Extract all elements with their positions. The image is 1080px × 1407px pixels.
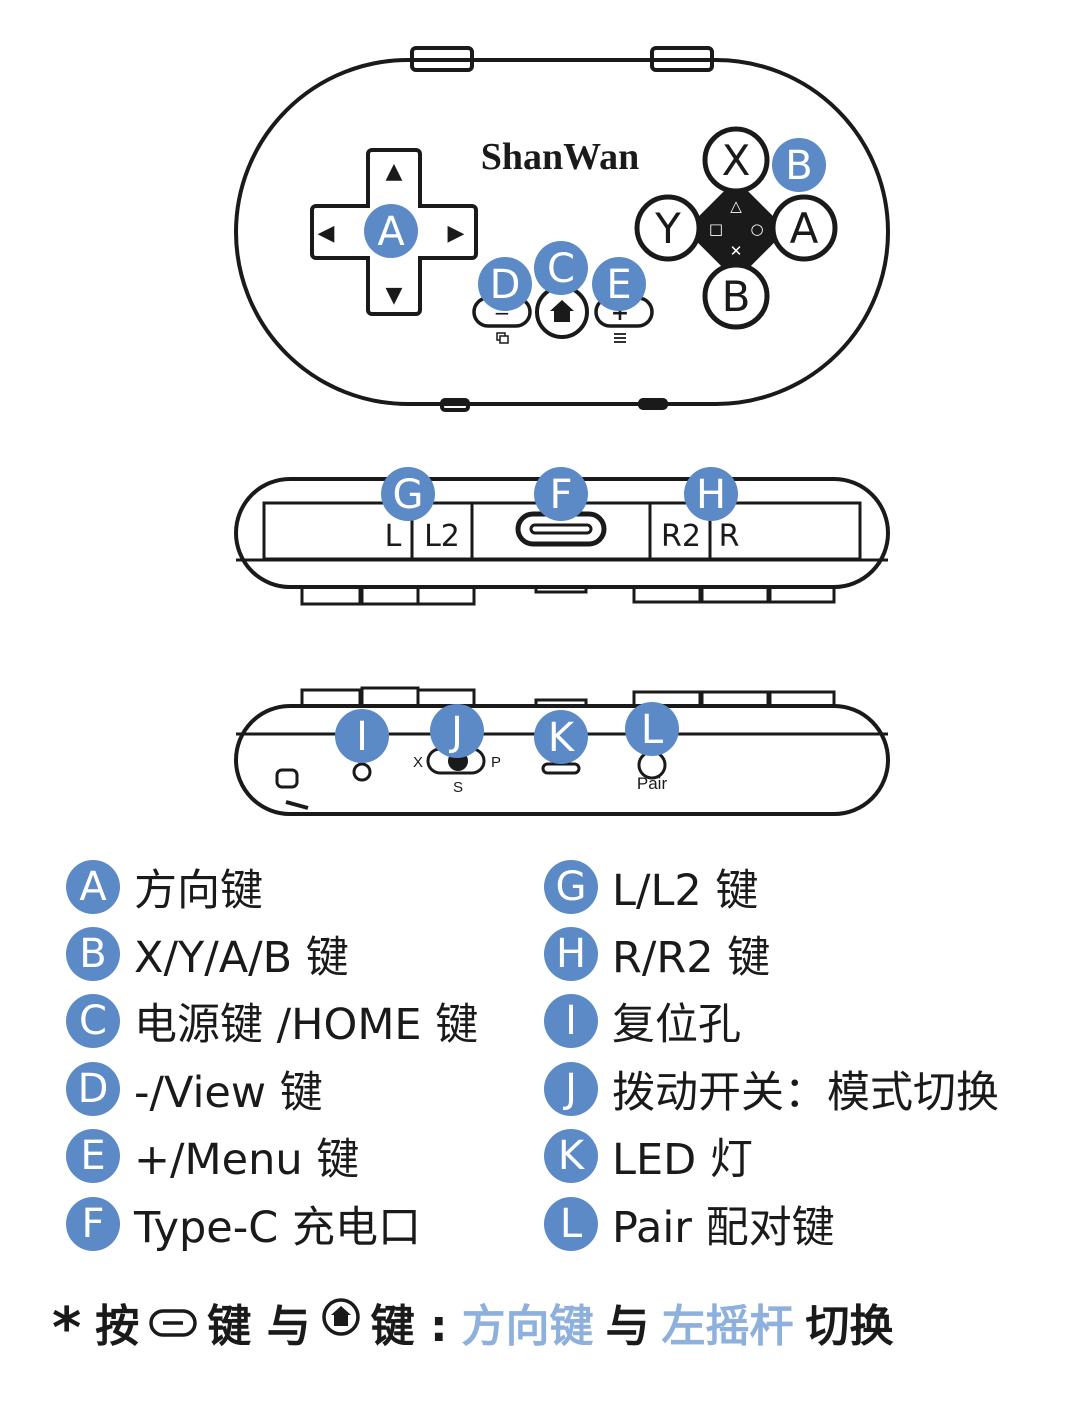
legend-item: D -/View 键 [66, 1059, 323, 1119]
legend-text: Pair 配对键 [612, 1203, 835, 1253]
square-symbol: □ [709, 220, 723, 238]
footnote-left-stick: 左摇杆 [661, 1301, 794, 1352]
legend-item: I 复位孔 [544, 991, 741, 1051]
button-x [702, 126, 770, 194]
callout-j: J [448, 709, 463, 755]
callout-b: B [785, 143, 812, 189]
legend-badge: C [66, 994, 120, 1048]
footnote-text-switch: 切换 [805, 1301, 894, 1352]
cross-symbol: ✕ [730, 242, 743, 260]
legend-badge: K [544, 1129, 598, 1183]
button-y [634, 194, 702, 262]
footnote-text-and: 与 [605, 1301, 650, 1352]
callout-h: H [696, 472, 726, 518]
callout-i: I [356, 714, 368, 760]
menu-icon [614, 333, 626, 343]
legend-badge: D [66, 1062, 120, 1116]
legend-item: B X/Y/A/B 键 [66, 924, 349, 984]
legend-item: G L/L2 键 [544, 857, 758, 917]
r2-button-label: R2 [661, 519, 701, 554]
legend-badge: L [544, 1197, 598, 1251]
led-light [541, 762, 581, 775]
front-body [234, 58, 890, 406]
legend-badge: G [544, 860, 598, 914]
callouts: A B C D E F G H I J K L [335, 138, 826, 764]
legend-item: A 方向键 [66, 857, 263, 917]
triangle-symbol: △ [730, 197, 742, 215]
footnote: * 按 键 与 键 : 方向键 与 左摇杆 切换 [52, 1290, 894, 1361]
switch-s-label: S [453, 779, 463, 796]
switch-p-label: P [491, 754, 501, 771]
dpad-right-arrow: ▶ [448, 221, 465, 246]
circle-symbol: ○ [750, 220, 763, 238]
home-icon [550, 300, 574, 322]
dpad-left-arrow: ◀ [318, 221, 335, 246]
reset-hole [352, 762, 372, 782]
callout-g: G [393, 472, 424, 518]
legend-text: 电源键 /HOME 键 [134, 1000, 479, 1050]
callout-a: A [377, 209, 405, 255]
legend-text: 复位孔 [612, 1000, 741, 1050]
dpad [310, 148, 478, 316]
legend-text: LED 灯 [612, 1135, 753, 1185]
legend-badge: F [66, 1197, 120, 1251]
legend-text: Type-C 充电口 [134, 1203, 421, 1253]
legend-badge: I [544, 994, 598, 1048]
switch-x-label: X [413, 754, 423, 771]
footnote-text-key-and: 键 与 [207, 1301, 311, 1352]
button-x-label: X [722, 136, 751, 185]
minus-key-icon [149, 1297, 198, 1348]
pair-label: Pair [637, 774, 668, 793]
legend-badge: B [66, 927, 120, 981]
button-b [702, 262, 770, 330]
dpad-down-arrow: ▼ [386, 283, 403, 308]
callout-c: C [547, 246, 575, 292]
legend-text: +/Menu 键 [134, 1135, 360, 1185]
legend-item: J 拨动开关：模式切换 [544, 1059, 999, 1119]
legend-item: L Pair 配对键 [544, 1194, 835, 1254]
legend-text: L/L2 键 [612, 866, 759, 916]
l-button-label: L [385, 519, 402, 554]
footnote-text-key-colon: 键 : [370, 1301, 448, 1352]
legend-text: -/View 键 [134, 1068, 323, 1118]
callout-e: E [606, 262, 631, 308]
legend-text: 拨动开关：模式切换 [612, 1068, 999, 1118]
l2-button-label: L2 [424, 519, 460, 554]
footnote-text-press: 按 [95, 1301, 140, 1352]
callout-k: K [548, 715, 576, 761]
legend-badge: H [544, 927, 598, 981]
lanyard-hole [275, 768, 299, 789]
dpad-up-arrow: ▲ [386, 159, 403, 184]
legend-item: E +/Menu 键 [66, 1126, 359, 1186]
button-a [770, 194, 838, 262]
controller-diagram: ShanWan ▲ ◀ ▶ ▼ X Y A B △ □ ○ ✕ − + L L2… [234, 46, 890, 816]
legend-item: C 电源键 /HOME 键 [66, 991, 478, 1051]
button-a-label: A [790, 204, 819, 253]
callout-f: F [549, 472, 572, 518]
legend-badge: E [66, 1129, 120, 1183]
legend-item: H R/R2 键 [544, 924, 770, 984]
button-y-label: Y [654, 204, 681, 253]
r-button-label: R [719, 519, 740, 554]
callout-d: D [490, 262, 521, 308]
callout-l: L [641, 707, 664, 753]
button-b-label: B [722, 272, 751, 321]
legend-item: K LED 灯 [544, 1126, 753, 1186]
footnote-dpad: 方向键 [461, 1301, 594, 1352]
brand-logo: ShanWan [481, 136, 639, 178]
bottom-edge-body [234, 704, 890, 816]
legend-item: F Type-C 充电口 [66, 1194, 421, 1254]
legend-text: R/R2 键 [612, 933, 771, 983]
legend-text: X/Y/A/B 键 [134, 933, 349, 983]
legend-badge: J [544, 1062, 598, 1116]
footnote-star: * [52, 1295, 82, 1361]
legend-text: 方向键 [134, 866, 263, 916]
home-key-icon [321, 1297, 361, 1348]
legend-badge: A [66, 860, 120, 914]
